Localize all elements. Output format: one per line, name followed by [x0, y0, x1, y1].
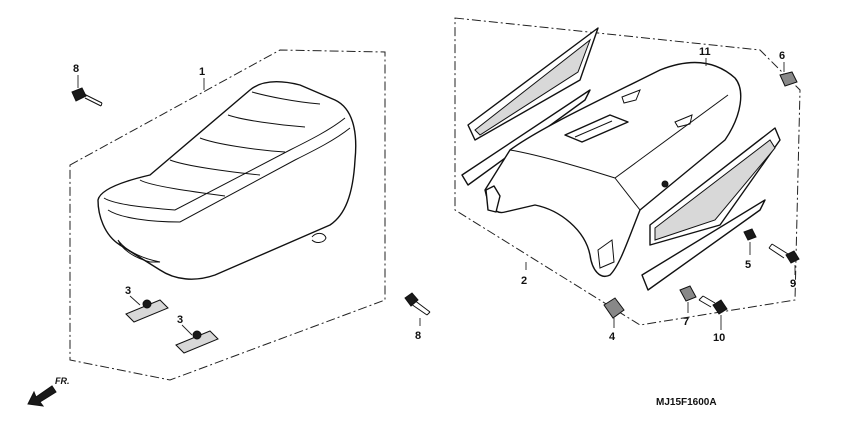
callout-2: 2 — [521, 275, 527, 287]
seat-icon — [97, 81, 357, 280]
collar-icon — [679, 285, 697, 302]
clip-icon — [125, 299, 219, 354]
cushion-icon — [779, 71, 798, 87]
cushion-icon — [603, 297, 625, 319]
cowl-icon — [484, 61, 742, 277]
bolt-icon — [698, 295, 728, 315]
callout-10: 10 — [713, 332, 725, 344]
front-direction-arrow — [27, 385, 57, 407]
drawing-code: MJ15F1600A — [656, 397, 717, 408]
callout-8b: 8 — [415, 330, 421, 342]
decal-left-icon — [461, 27, 599, 186]
callout-7: 7 — [683, 316, 689, 328]
callout-3b: 3 — [177, 314, 183, 326]
callout-1: 1 — [199, 66, 205, 78]
callout-11: 11 — [699, 46, 711, 58]
cowl-group-frame — [454, 17, 801, 326]
direction-label: FR. — [55, 376, 70, 386]
bolt-icon — [71, 87, 103, 107]
leader-lines — [77, 58, 796, 336]
callout-3a: 3 — [125, 285, 131, 297]
nut-icon — [743, 228, 757, 241]
bolt-icon — [768, 243, 800, 264]
decal-right-icon — [641, 127, 781, 291]
callout-5: 5 — [745, 259, 751, 271]
callout-9: 9 — [790, 278, 796, 290]
callout-8a: 8 — [73, 63, 79, 75]
seat-group-frame — [69, 49, 386, 381]
callout-4: 4 — [609, 331, 616, 343]
callout-6: 6 — [779, 50, 785, 62]
bolt-icon — [404, 292, 431, 316]
grommet-icon — [661, 180, 669, 188]
